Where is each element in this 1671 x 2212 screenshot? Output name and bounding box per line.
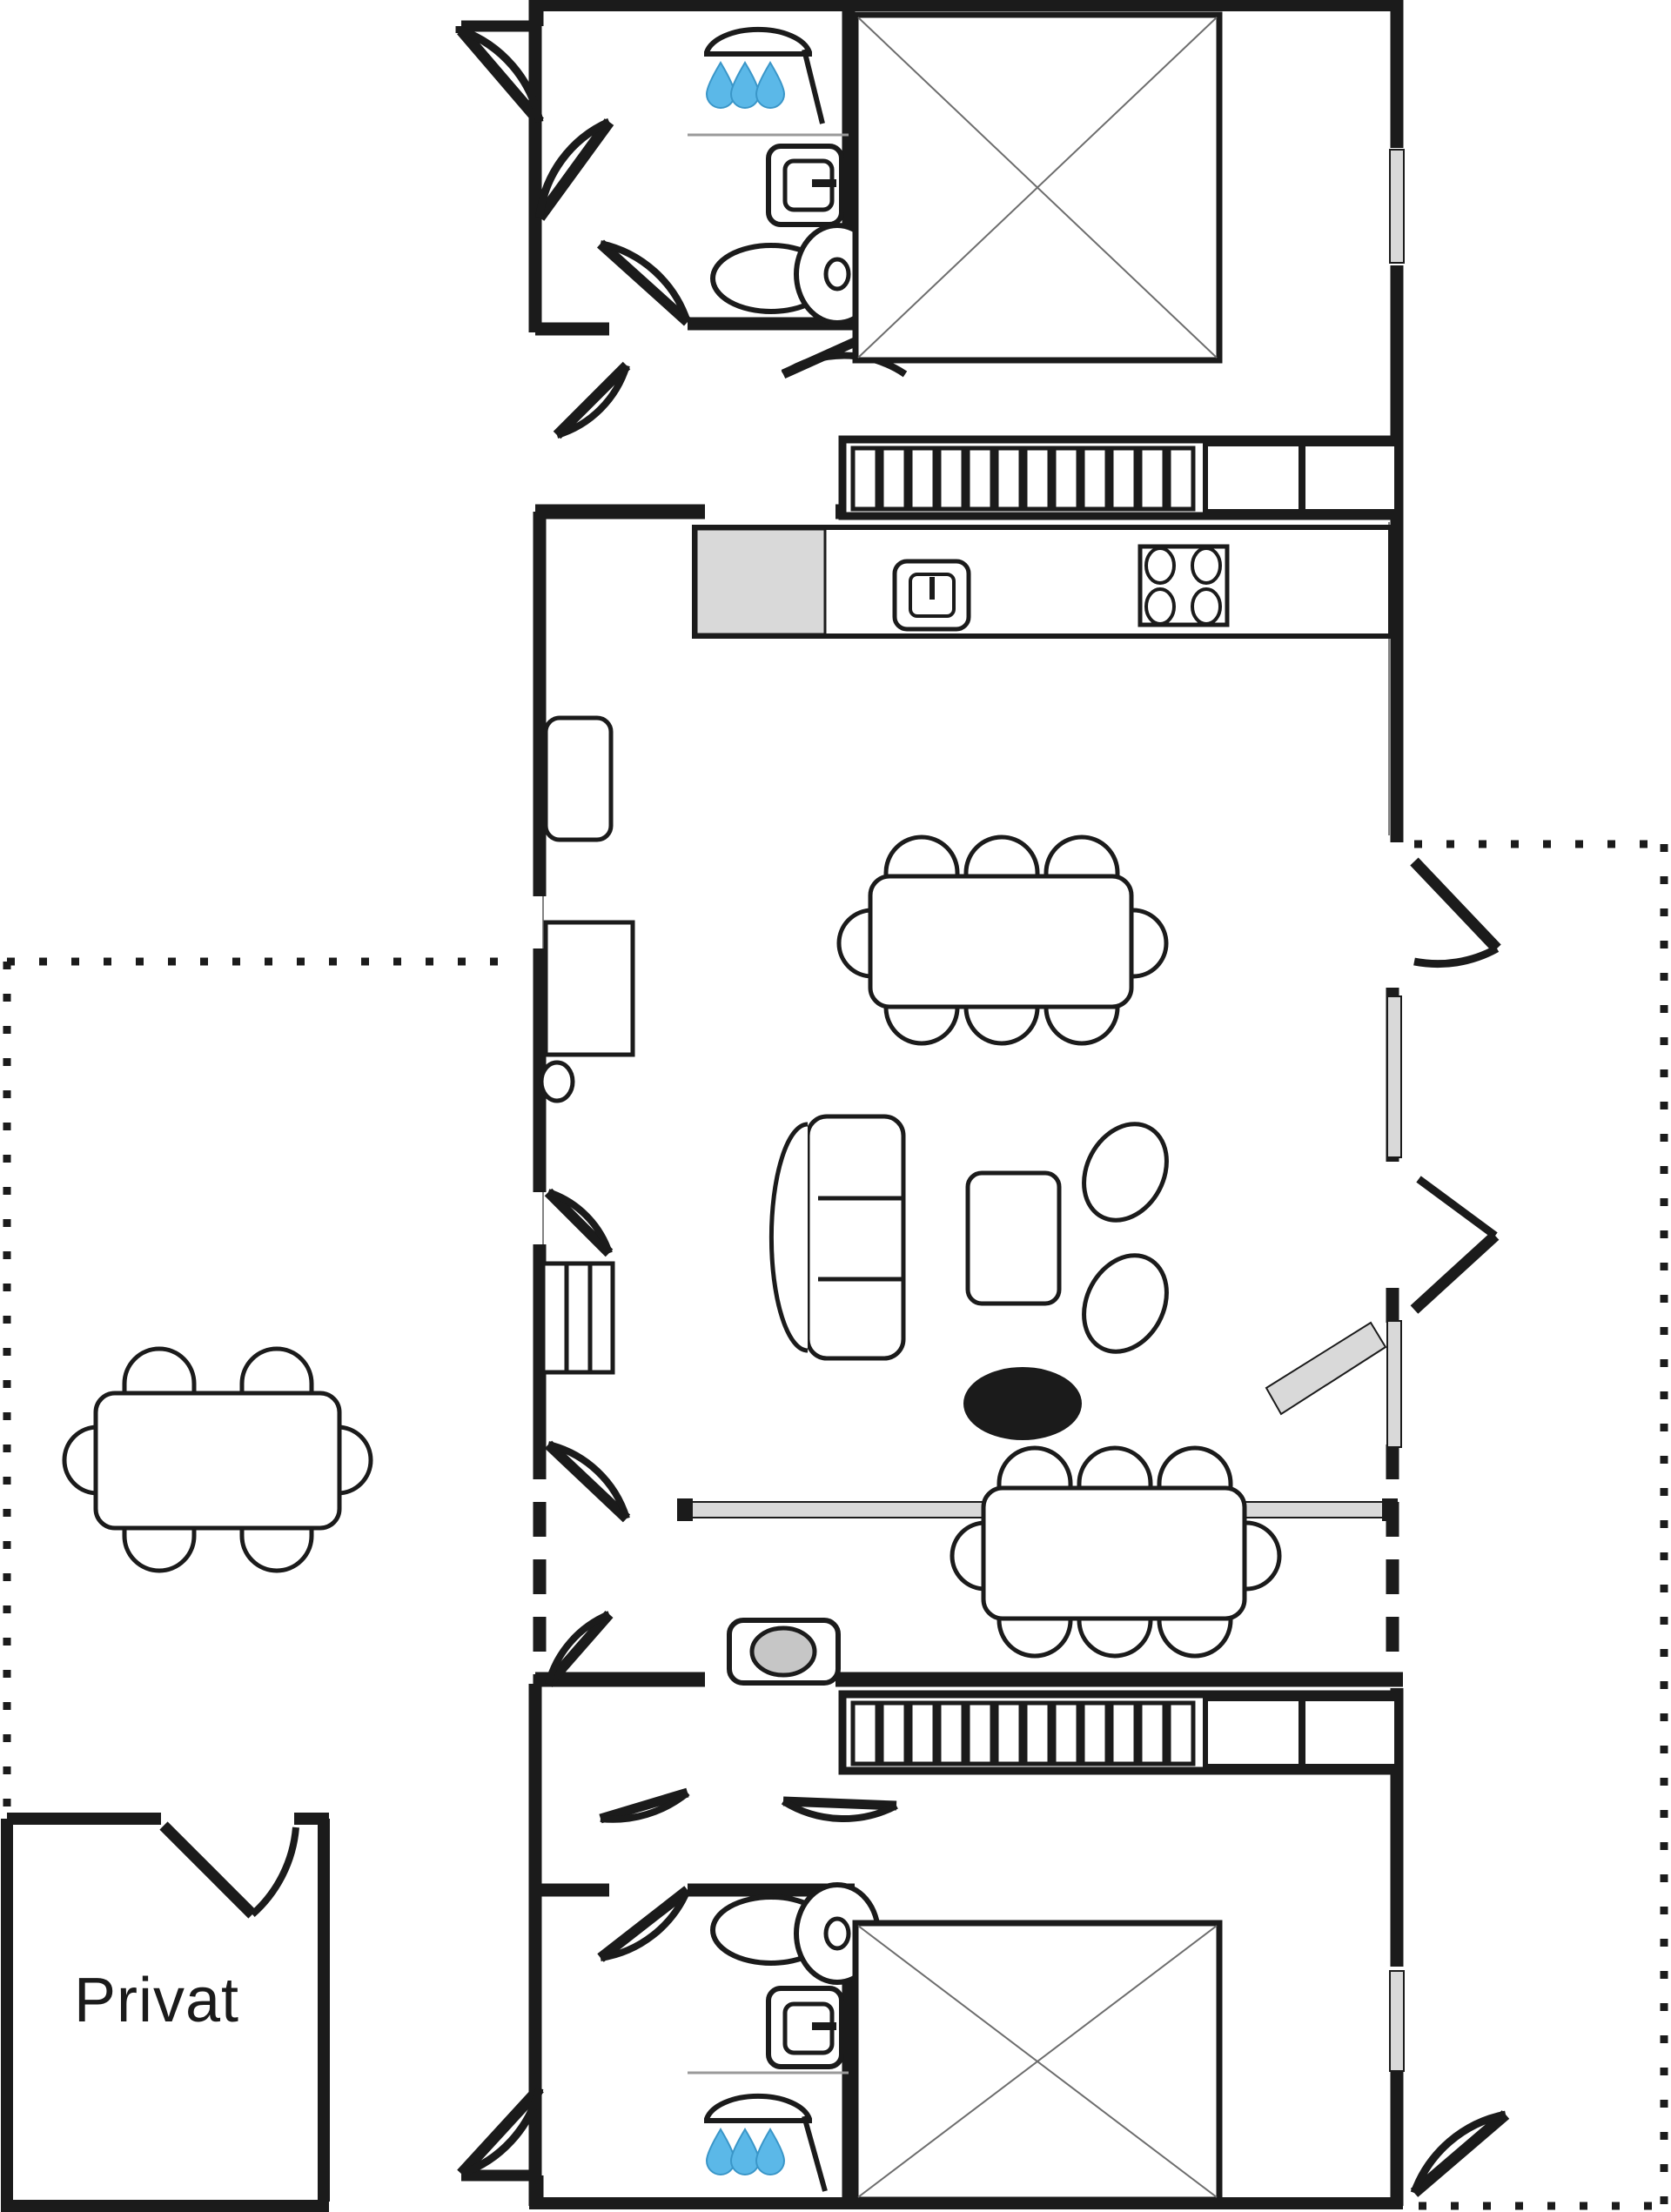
armchair-a xyxy=(1082,1122,1169,1223)
dining-table-lower xyxy=(950,1445,1282,1659)
door-swing-icon xyxy=(159,1821,299,1919)
water-drop-icon xyxy=(705,2128,786,2175)
bed-lower xyxy=(852,1920,1223,2203)
bathroom-lower-fixtures xyxy=(688,1882,881,2192)
door-swing-icon xyxy=(599,1787,690,1824)
stairs-lower xyxy=(838,1690,1404,1775)
door-swing-icon xyxy=(597,1886,691,1962)
door-swing-icon xyxy=(1410,1176,1500,1314)
door-swing-icon xyxy=(1410,857,1501,969)
stairs-upper xyxy=(838,435,1404,520)
cabinet-lower xyxy=(543,920,635,1057)
coffee-table xyxy=(965,1170,1062,1306)
living-room-seating xyxy=(768,1114,1169,1440)
door-swing-icon xyxy=(457,26,544,126)
door-swing-icon xyxy=(553,361,631,439)
side-circle xyxy=(539,1060,575,1103)
windows-glazing xyxy=(1386,149,1405,2072)
door-swing-icon xyxy=(544,1188,614,1257)
entry-jog-walls xyxy=(532,0,544,2206)
outdoor-table-private xyxy=(62,1346,373,1573)
open-glass-door-leaf xyxy=(1265,1321,1387,1416)
water-drop-icon xyxy=(705,61,786,109)
kitchen-counter xyxy=(692,525,1393,639)
door-swing-icon xyxy=(781,1796,898,1823)
door-swing-icon xyxy=(1410,2110,1510,2197)
cabinet-upper xyxy=(543,715,614,842)
window-lower-right-a xyxy=(1386,1320,1402,1448)
window-upper-right xyxy=(1389,149,1405,264)
privat-room xyxy=(1,1813,330,2212)
window-bottom-right xyxy=(1389,1970,1405,2072)
washbasin-cabinet-icon xyxy=(766,1986,844,2069)
window-mid-right xyxy=(1386,995,1402,1158)
closet-lower xyxy=(540,1261,615,1375)
sofa-3-seat xyxy=(768,1114,906,1361)
washbasin-cabinet-icon xyxy=(766,144,844,227)
door-swing-icon xyxy=(544,1440,631,1523)
kitchen-sink-icon xyxy=(892,559,971,632)
cooktop-icon xyxy=(1137,544,1230,627)
door-swing-icon xyxy=(534,117,614,221)
property-boundary-dotted xyxy=(3,840,1668,2210)
shower-icon xyxy=(704,26,825,124)
privat-room-label: Privat xyxy=(74,1966,240,2035)
stove-black xyxy=(963,1367,1082,1440)
door-swing-icon xyxy=(457,2084,544,2178)
door-swing-icon xyxy=(544,1611,614,1687)
bed-upper xyxy=(852,11,1223,364)
shower-icon xyxy=(704,2093,828,2192)
door-swing-icon xyxy=(596,239,692,326)
armchair-b xyxy=(1082,1253,1169,1354)
washbasin-icon xyxy=(727,1618,841,1686)
living-left-cabinets xyxy=(539,715,635,1103)
dining-table-upper xyxy=(836,835,1169,1046)
lower-fixtures xyxy=(540,1261,841,1686)
